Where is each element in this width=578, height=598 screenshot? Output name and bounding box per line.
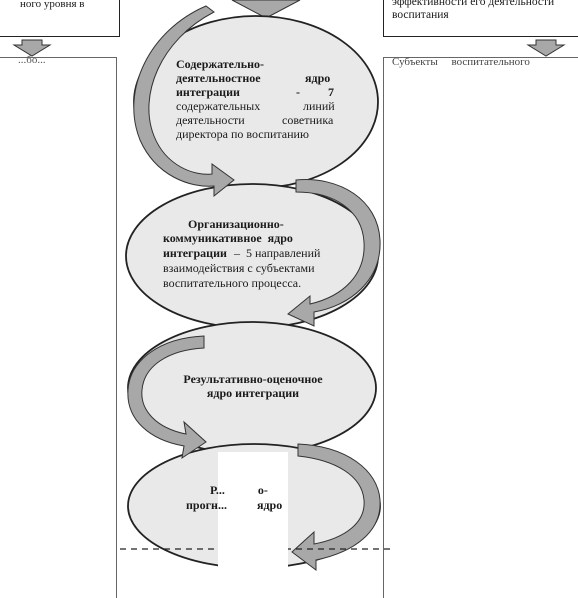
core1-body-line2a: деятельности — [176, 113, 245, 127]
core2-title-line3a: интеграции — [163, 246, 227, 260]
core4-line2: прогн... ядро — [186, 498, 283, 512]
core1-title-line2a: деятельностное — [176, 71, 261, 85]
right-down-arrow — [526, 39, 566, 57]
core1-title-line3b: - — [296, 85, 300, 99]
diagram-graphics — [12, 0, 566, 571]
core1-title-line3a: интеграции — [176, 85, 240, 99]
core1-body-line1b: линий — [303, 99, 335, 113]
core3-line1: Результативно-оценочное — [183, 372, 323, 386]
mid-right-box-text: Субъекты воспитательного — [392, 56, 530, 68]
core1-title-line1: Содержательно- — [176, 57, 264, 71]
core2-body-line2: воспитательного процесса. — [163, 276, 302, 290]
mid-left-box-text: ...бо... — [18, 54, 46, 66]
core1-title-line2b: ядро — [305, 71, 331, 85]
core1-body-line3: директора по воспитанию — [176, 127, 309, 141]
core1-title-line3c: 7 — [328, 85, 334, 99]
core1-body-line1a: содержательных — [176, 99, 261, 113]
core4-line1: Р... о- — [210, 483, 268, 497]
mid-right-box — [383, 57, 578, 598]
core2-body-line1: взаимодействия с субъектами — [163, 261, 315, 275]
core2-title-line3b: – 5 направлений — [234, 246, 321, 260]
curved-arrow-2 — [287, 179, 381, 327]
left-down-arrow — [12, 39, 52, 57]
core2-title-line1: Организационно- — [188, 217, 284, 231]
top-arrow — [231, 0, 301, 19]
top-left-box — [0, 0, 120, 37]
curved-arrow-4 — [291, 443, 381, 571]
core2-title-line2: коммуникативное ядро — [163, 231, 293, 245]
top-right-box-line2: воспитания — [392, 9, 449, 21]
curved-arrow-3 — [127, 335, 207, 460]
mid-left-box — [0, 57, 117, 598]
curved-arrow-1 — [133, 5, 235, 198]
core1-body-line2b: советника — [282, 113, 334, 127]
top-right-box — [383, 0, 578, 37]
top-right-box-line1: эффективности его деятельности — [392, 0, 555, 8]
top-left-box-text: ного уровня в — [20, 0, 85, 10]
core3-line2: ядро интеграции — [206, 386, 300, 400]
occluding-block — [218, 452, 288, 572]
